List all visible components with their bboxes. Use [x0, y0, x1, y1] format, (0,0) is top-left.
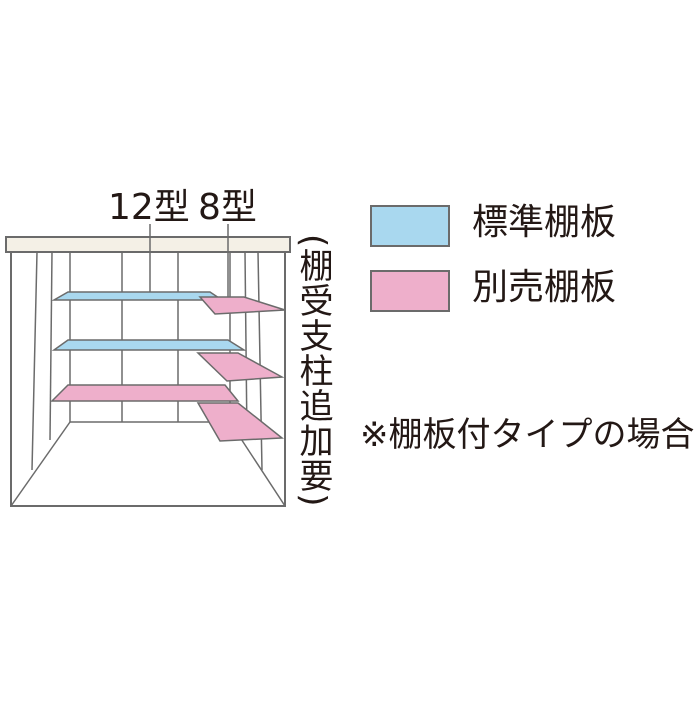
shed-roof [5, 236, 291, 253]
standard-shelf-1 [51, 291, 225, 301]
optional-shelf-1 [50, 384, 240, 402]
label-8-type: 8型 [198, 187, 257, 228]
standard-shelf-2 [51, 339, 247, 351]
optional-shelf-small-1 [198, 296, 286, 315]
optional-shelf-small-3 [196, 402, 285, 442]
legend-label-optional: 別売棚板 [472, 267, 617, 308]
footnote: ※棚板付タイプの場合 [360, 415, 695, 455]
legend-label-standard: 標準棚板 [472, 202, 617, 243]
optional-shelf-small-2 [196, 352, 285, 382]
legend-swatch-optional [370, 270, 450, 312]
pointer-lines [149, 224, 229, 297]
side-note: (棚受支柱追加要) [293, 234, 333, 508]
legend-swatch-standard [370, 205, 450, 247]
label-12-type: 12型 [108, 187, 190, 228]
